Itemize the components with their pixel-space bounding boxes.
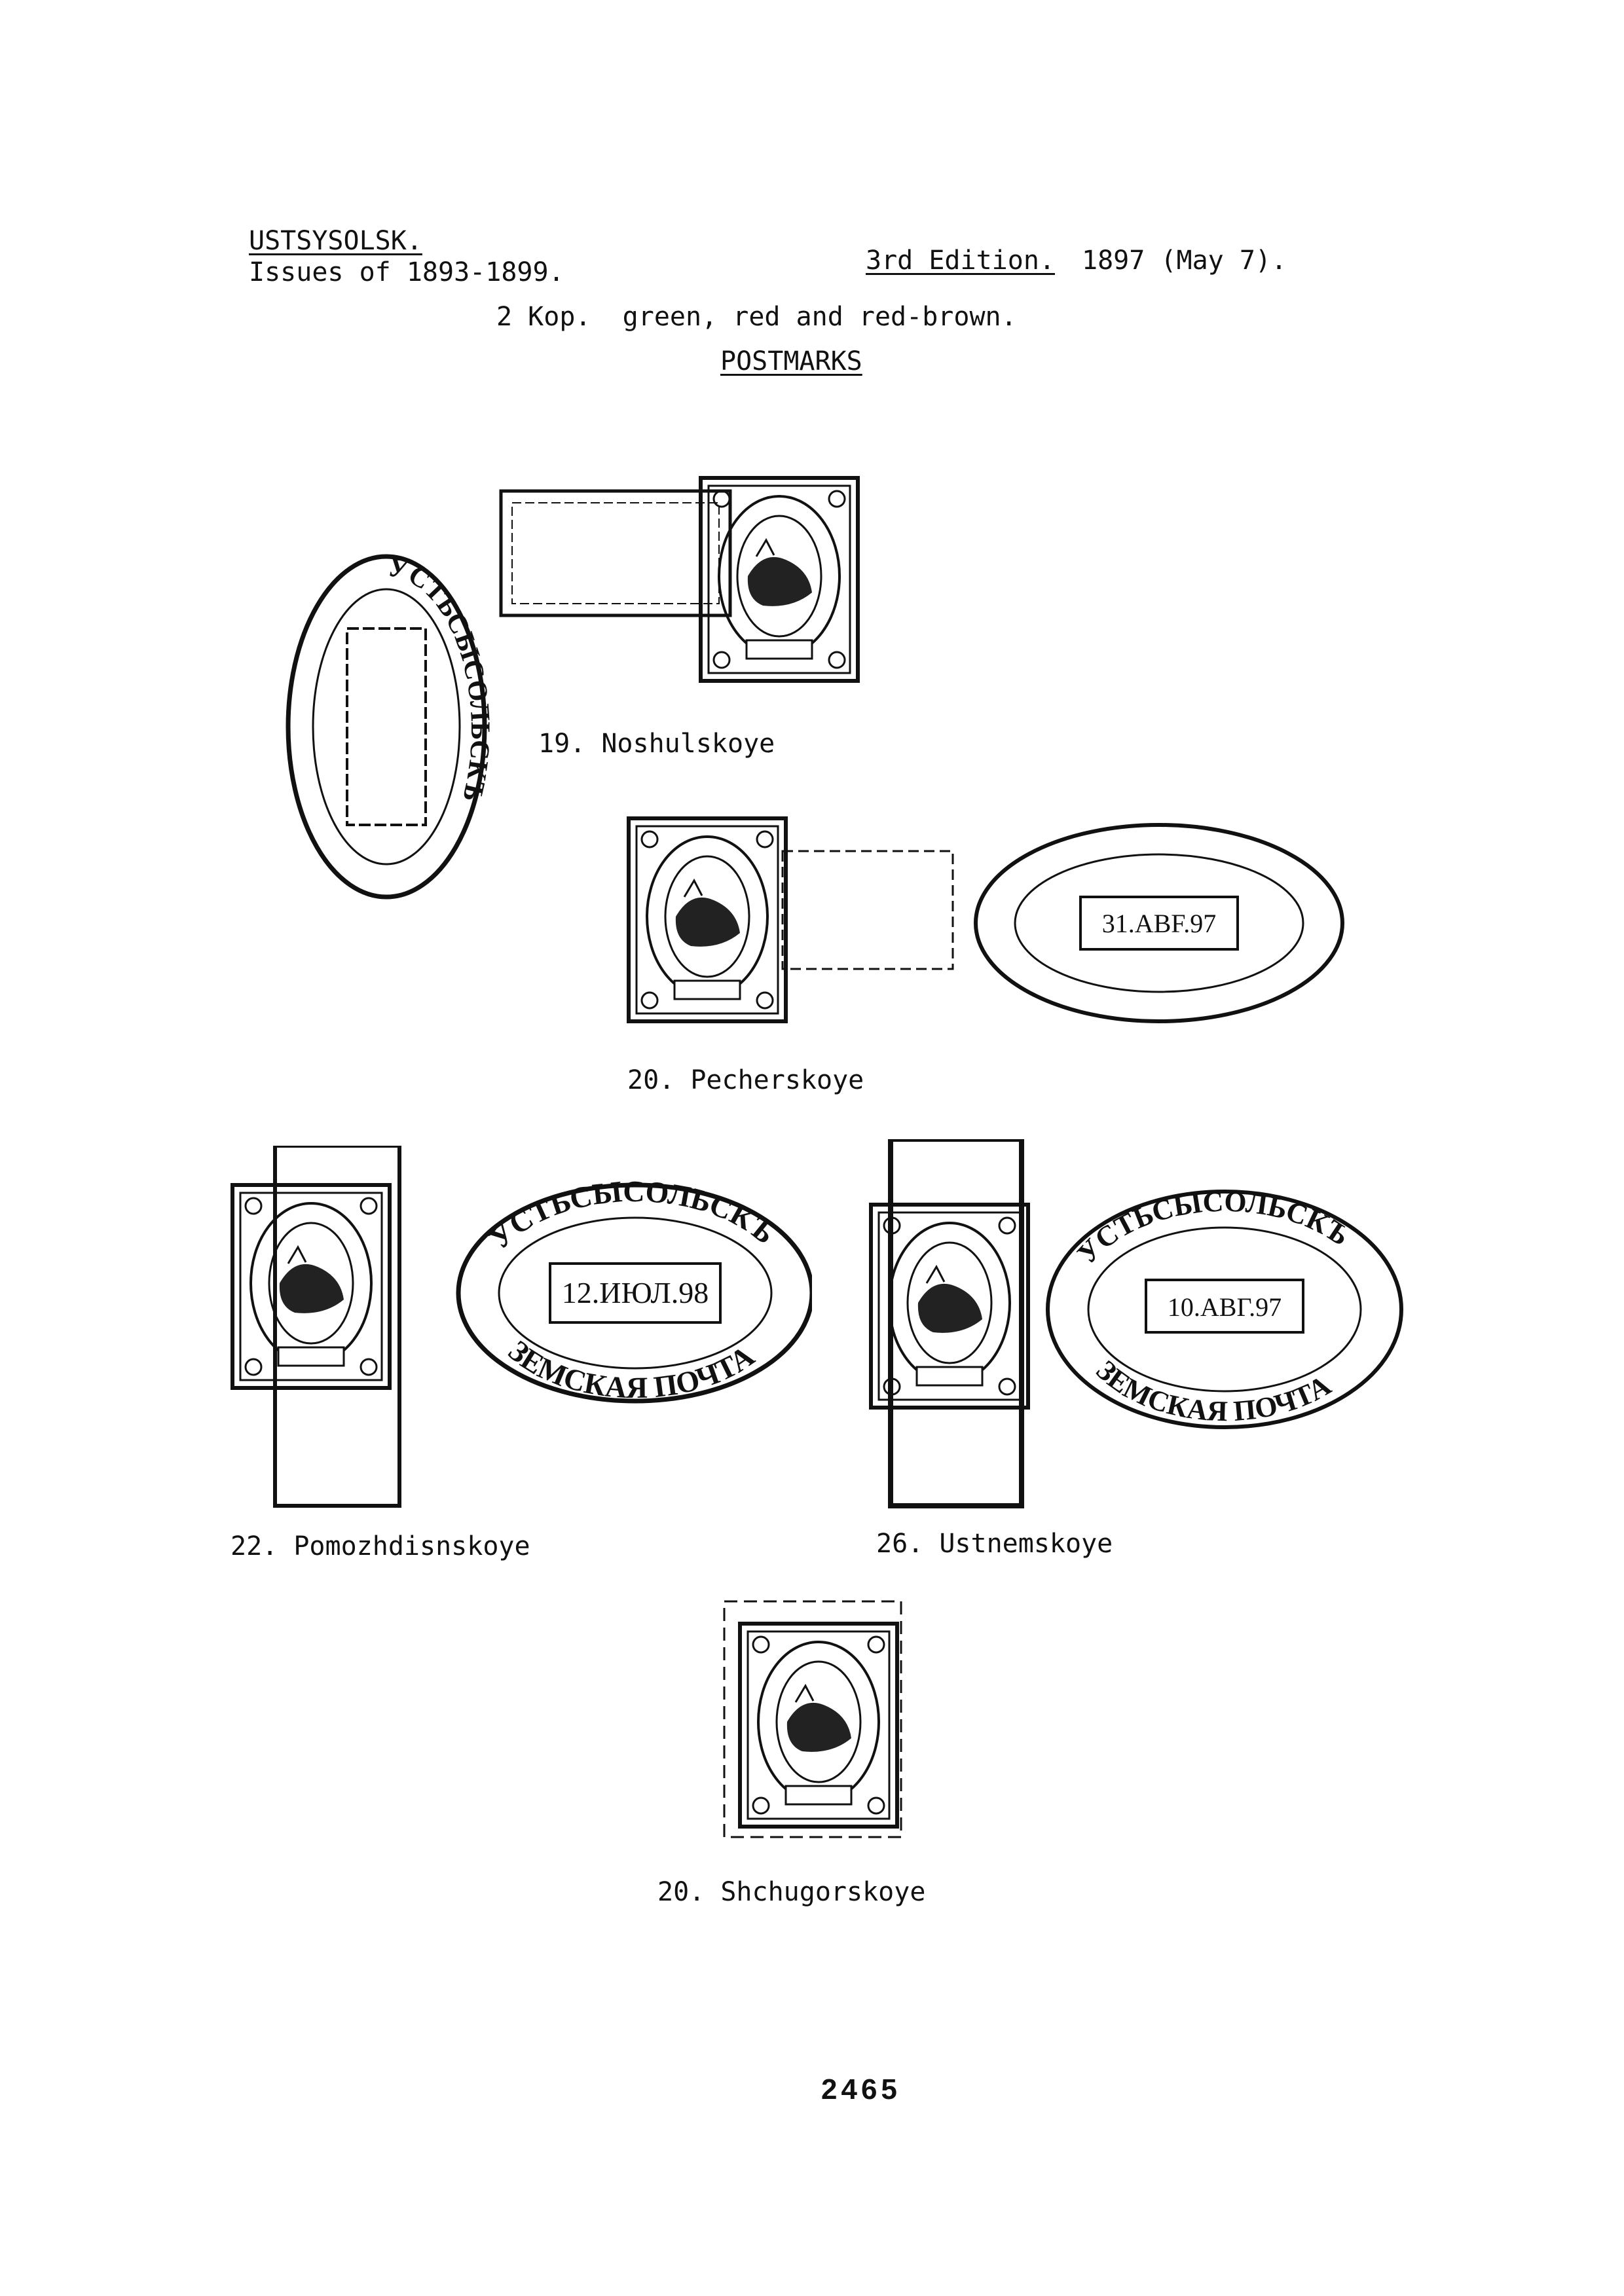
- town-title: USTSYSOLSK.: [249, 226, 422, 256]
- caption-noshulskoye: 19. Noshulskoye: [538, 729, 775, 759]
- postmark-pecherskoye-illustration: 31.ABF.97: [616, 792, 1344, 1023]
- ustnemskoye-date: 10.АВГ.97: [1168, 1292, 1282, 1322]
- page-number: 2465: [821, 2073, 901, 2105]
- caption-pomozhdisnskoye: 22. Pomozhdisnskoye: [231, 1531, 530, 1561]
- postmark-shchugorskoye-illustration: [723, 1600, 902, 1838]
- pomozhdisnskoye-date: 12.ИЮЛ.98: [562, 1276, 709, 1309]
- postmark-pomozhdisnskoye-illustration: 12.ИЮЛ.98 УСТЬСЫСОЛЬСКЪ ЗЕМСКАЯ ПОЧТА: [223, 1146, 812, 1508]
- caption-shchugorskoye: 20. Shchugorskoye: [657, 1877, 926, 1907]
- edition-date: 1897 (May 7).: [1082, 246, 1287, 276]
- pecherskoye-date: 31.ABF.97: [1102, 909, 1217, 938]
- postmark-noshulskoye-illustration: УСТЬСЫСОЛЬСКЪ: [286, 458, 884, 900]
- section-heading: POSTMARKS: [720, 346, 862, 376]
- caption-ustnemskoye: 26. Ustnemskoye: [876, 1529, 1113, 1559]
- caption-pecherskoye: 20. Pecherskoye: [627, 1065, 864, 1095]
- edition-label: 3rd Edition.: [866, 246, 1055, 276]
- value-line: 2 Kop. green, red and red-brown.: [496, 302, 1017, 332]
- postmark-ustnemskoye-illustration: 10.АВГ.97 УСТЬСЫСОЛЬСКЪ ЗЕМСКАЯ ПОЧТА: [851, 1139, 1403, 1508]
- issues-line: Issues of 1893-1899.: [249, 257, 564, 287]
